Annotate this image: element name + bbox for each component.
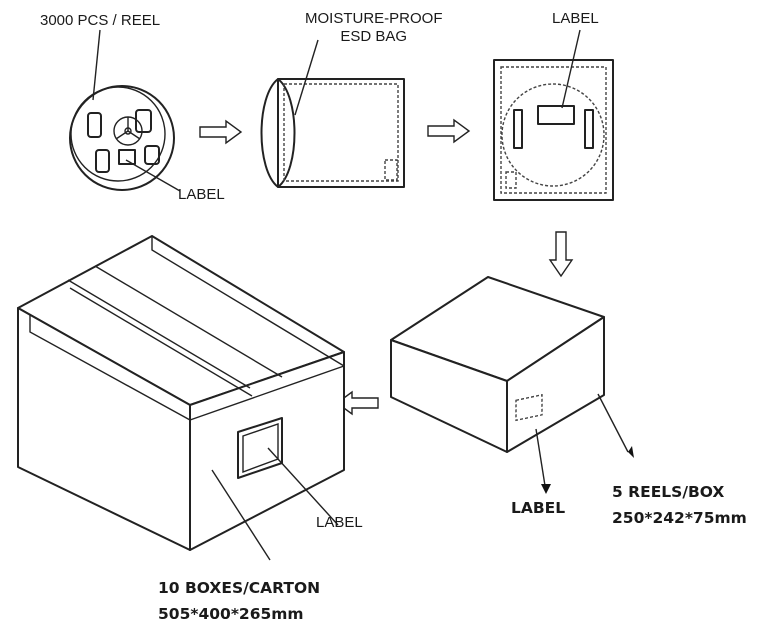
box-leader-arrow [628,446,634,458]
carton-label-text: LABEL [316,514,363,531]
sealed-bag [493,59,614,201]
reel-label-text: LABEL [178,186,225,203]
reel [69,85,175,191]
bag-leader [294,39,319,116]
box-label-text: LABEL [511,499,566,517]
inner-box [390,276,605,453]
sealed-bag-label-text: LABEL [552,10,599,27]
carton-leader [211,469,271,561]
bag-label-text: MOISTURE-PROOF ESD BAG [305,10,443,45]
reel-label-leader [125,159,181,192]
arrow-right-1 [199,119,243,145]
esd-bag [260,78,405,188]
carton-dims-text: 505*400*265mm [158,605,304,623]
box-label-leader [535,428,547,493]
arrow-down [548,231,574,278]
box-dims-text: 250*242*75mm [612,509,747,527]
box-qty-text: 5 REELS/BOX [612,483,725,501]
arrow-right-2 [427,118,471,144]
bag-label-leader [561,29,581,109]
carton-label-leader [267,447,339,526]
reel-qty-label: 3000 PCS / REEL [40,12,161,29]
box-leader [597,393,629,453]
carton-qty-text: 10 BOXES/CARTON [158,579,321,597]
box-label-leader-arrow [541,484,551,494]
outer-carton [17,235,345,551]
reel-qty-leader [92,29,101,101]
